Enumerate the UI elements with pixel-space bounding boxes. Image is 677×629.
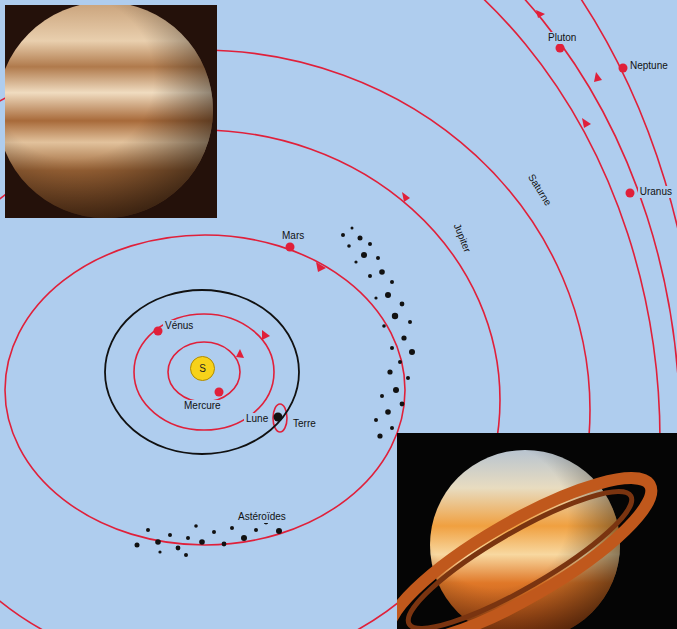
planet-label: Astéroïdes — [236, 511, 288, 523]
planet-label: Mars — [280, 230, 306, 242]
planet-label: Lune — [244, 413, 270, 425]
planet-label: Jupiter — [450, 220, 474, 256]
planet-label: Saturne — [525, 170, 556, 209]
planet-label: Terre — [291, 418, 318, 430]
sun-label: S — [199, 363, 206, 374]
planet-label: Mercure — [182, 400, 223, 412]
planet-label: Uranus — [638, 186, 674, 198]
planet-label: Neptune — [628, 60, 670, 72]
planet-label: Vénus — [163, 320, 195, 332]
sun-circle: S — [190, 356, 215, 381]
planet-label: Pluton — [546, 32, 578, 44]
